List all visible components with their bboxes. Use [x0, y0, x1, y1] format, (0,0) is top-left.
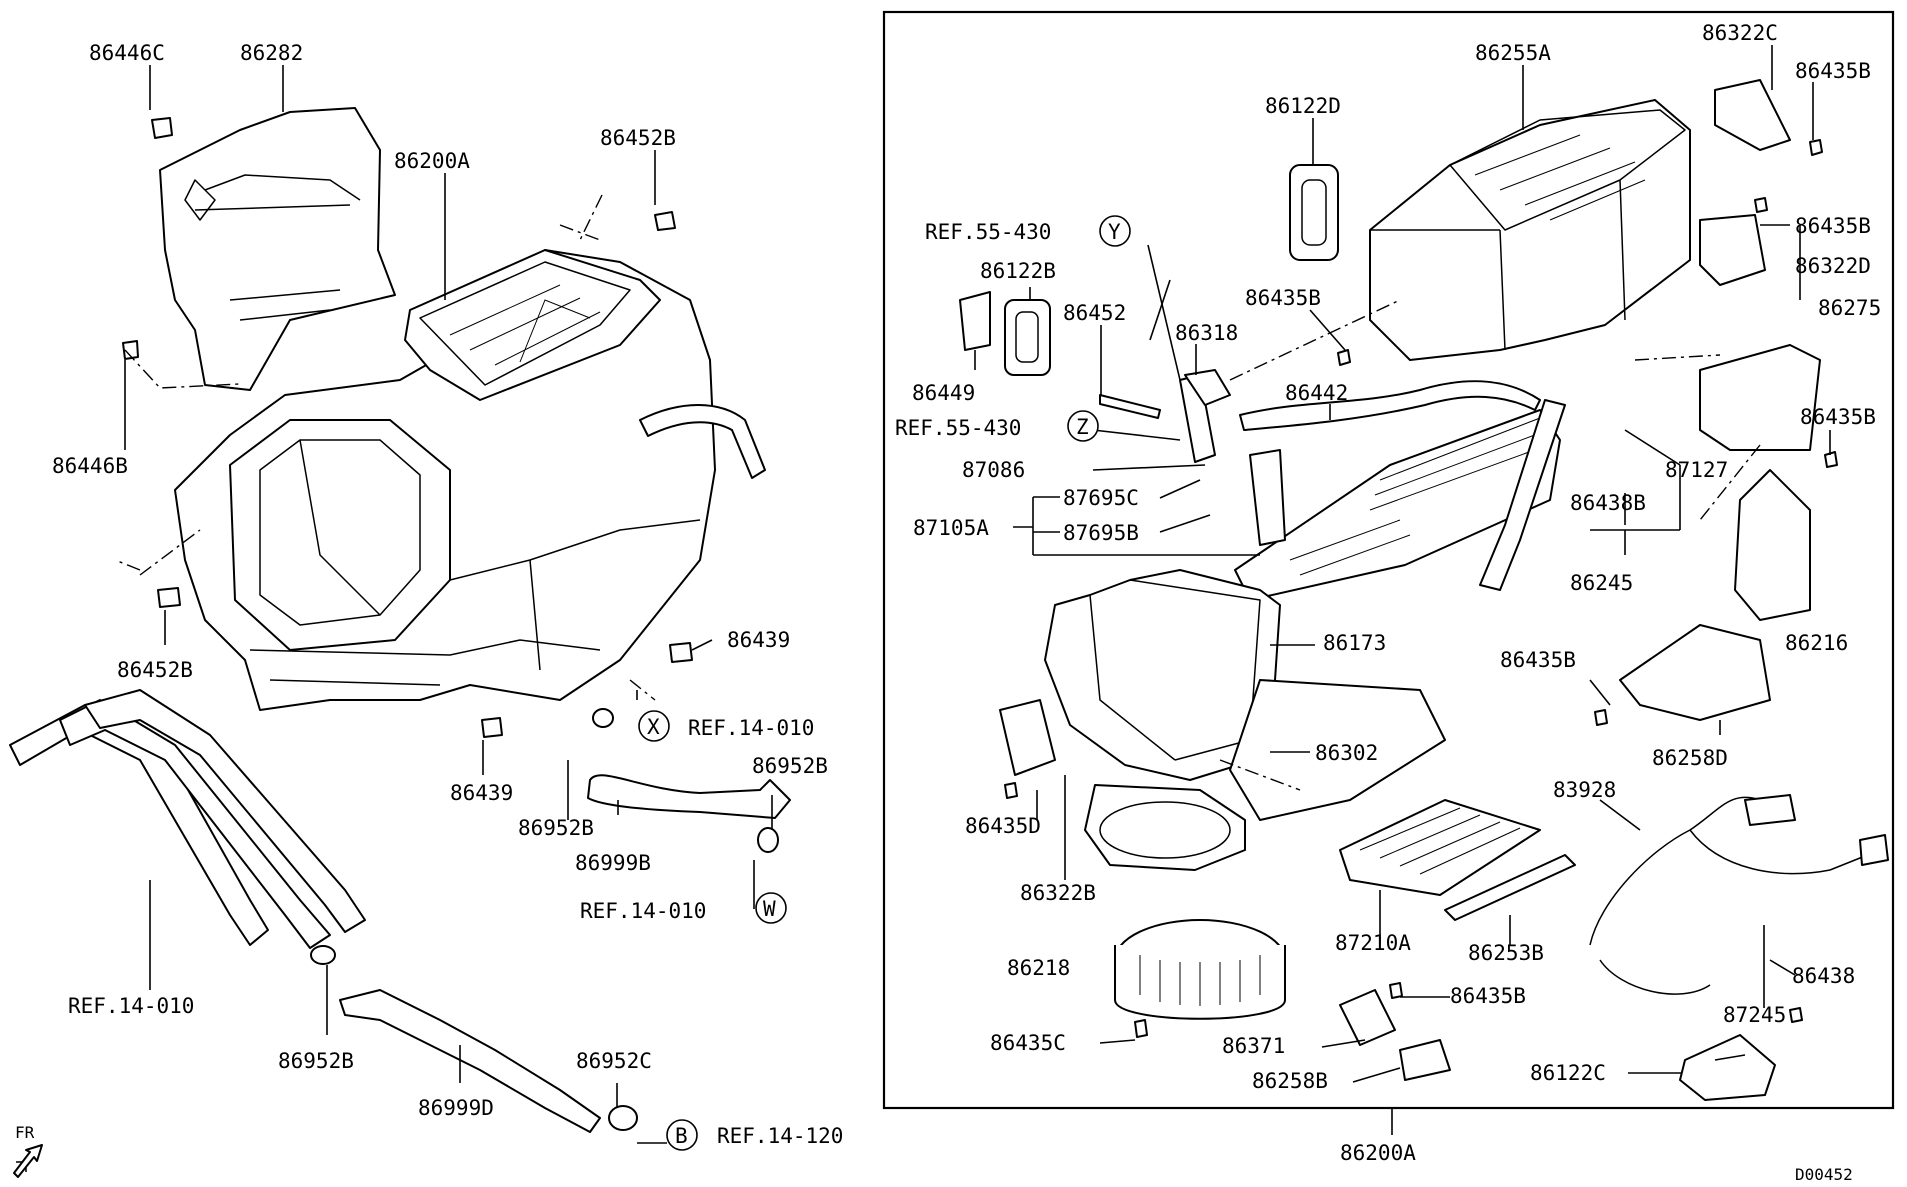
- callout-w: W: [755, 892, 787, 924]
- part-label: 86435B: [1450, 984, 1526, 1008]
- part-label: REF.14-010: [580, 899, 706, 923]
- part-label: 86318: [1175, 321, 1238, 345]
- part-label: 86200A: [394, 149, 470, 173]
- part-label: 86122D: [1265, 94, 1341, 118]
- svg-text:W: W: [763, 897, 776, 921]
- part-label: REF.55-430: [895, 416, 1021, 440]
- part-label: 87105A: [913, 516, 989, 540]
- svg-text:X: X: [647, 715, 660, 739]
- assembly-frame: [882, 10, 1895, 1110]
- part-label: 86452: [1063, 301, 1126, 325]
- part-label: 86253B: [1468, 941, 1544, 965]
- part-label: 86122C: [1530, 1061, 1606, 1085]
- part-label: 87695C: [1063, 486, 1139, 510]
- part-label: 83928: [1553, 778, 1616, 802]
- part-label: 86435D: [965, 814, 1041, 838]
- part-label: 86952B: [752, 754, 828, 778]
- part-label: 86438B: [1570, 491, 1646, 515]
- front-direction-arrow: FR: [13, 1123, 43, 1178]
- part-label: 86371: [1222, 1034, 1285, 1058]
- svg-text:B: B: [675, 1124, 688, 1148]
- part-label: 86446C: [89, 41, 165, 65]
- right-exploded-assembly: [959, 79, 1889, 1101]
- part-label: 86258B: [1252, 1069, 1328, 1093]
- part-label: 86999B: [575, 851, 651, 875]
- part-label: REF.14-010: [688, 716, 814, 740]
- part-label: 86302: [1315, 741, 1378, 765]
- part-label: 86449: [912, 381, 975, 405]
- callout-x: X: [638, 710, 670, 742]
- part-label: 86218: [1007, 956, 1070, 980]
- part-label: 86438: [1792, 964, 1855, 988]
- part-label: REF.55-430: [925, 220, 1051, 244]
- callout-y: Y: [1099, 215, 1131, 247]
- svg-text:Z: Z: [1076, 415, 1089, 439]
- part-label: 86200A: [1340, 1141, 1416, 1165]
- part-label: 86216: [1785, 631, 1848, 655]
- part-label: 86446B: [52, 454, 128, 478]
- left-leader-lines: [124, 65, 773, 1144]
- callout-z: Z: [1067, 410, 1099, 442]
- part-label: 86952B: [278, 1049, 354, 1073]
- part-label: 86999D: [418, 1096, 494, 1120]
- callout-b: B: [666, 1119, 698, 1151]
- svg-text:Y: Y: [1108, 220, 1121, 244]
- part-label: 87695B: [1063, 521, 1139, 545]
- part-label: REF.14-010: [68, 994, 194, 1018]
- left-part-labels: 86446C 86282 86200A 86452B 86446B 86452B…: [52, 41, 843, 1148]
- part-label: 86452B: [117, 658, 193, 682]
- part-label: 87127: [1665, 458, 1728, 482]
- part-label: 86952B: [518, 816, 594, 840]
- part-label: 87210A: [1335, 931, 1411, 955]
- part-label: 86435B: [1245, 286, 1321, 310]
- part-label: 86322D: [1795, 254, 1871, 278]
- part-label: 87086: [962, 458, 1025, 482]
- part-label: 86258D: [1652, 746, 1728, 770]
- part-label: 86435B: [1795, 214, 1871, 238]
- right-leader-lines: [974, 45, 1831, 1135]
- part-label: 86275: [1818, 296, 1881, 320]
- part-label: 86435B: [1800, 405, 1876, 429]
- part-label: 86435C: [990, 1031, 1066, 1055]
- heater-hoses: [9, 689, 791, 1133]
- part-label: 86282: [240, 41, 303, 65]
- left-heater-unit-assembly: [114, 107, 766, 738]
- part-label: 86245: [1570, 571, 1633, 595]
- fr-label: FR: [15, 1123, 35, 1142]
- part-label: 86255A: [1475, 41, 1551, 65]
- part-label: 86952C: [576, 1049, 652, 1073]
- part-label: 86173: [1323, 631, 1386, 655]
- part-label: 86439: [727, 628, 790, 652]
- right-part-labels: 86255A 86322C 86435B 86122D REF.55-430 8…: [895, 21, 1881, 1165]
- part-label: 86439: [450, 781, 513, 805]
- part-label: 86435B: [1500, 648, 1576, 672]
- part-label: 86322B: [1020, 881, 1096, 905]
- diagram-id: D00452: [1795, 1165, 1853, 1184]
- part-label: 86322C: [1702, 21, 1778, 45]
- part-label: REF.14-120: [717, 1124, 843, 1148]
- part-label: 86442: [1285, 381, 1348, 405]
- part-label: 86435B: [1795, 59, 1871, 83]
- part-label: 86122B: [980, 259, 1056, 283]
- part-label: 87245: [1723, 1003, 1786, 1027]
- part-label: 86452B: [600, 126, 676, 150]
